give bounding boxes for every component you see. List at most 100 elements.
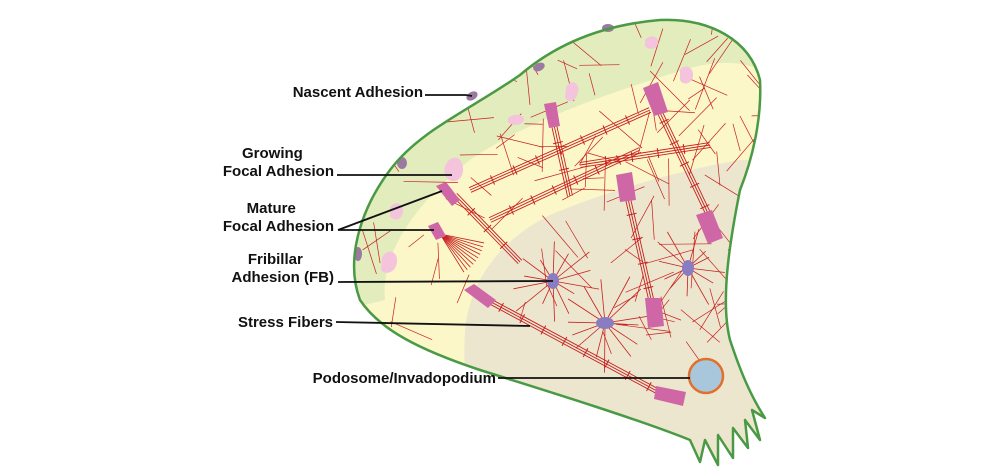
actin-filament [499,133,514,176]
leader-fibrillar [337,280,554,283]
fan-filament [439,233,471,268]
actin-filament [651,200,655,240]
actin-filament [390,297,397,328]
actin-filament [660,296,672,338]
actin-filament [667,110,695,114]
actin-filament [634,274,644,302]
stress-fiber-tick [632,237,643,241]
actin-filament [659,243,712,245]
actin-filament [680,309,720,343]
stress-fiber-tick [689,182,700,188]
actin-filament [611,19,629,26]
actin-filament [396,29,437,38]
stress-fiber-tick [679,161,690,167]
actin-filament [459,153,498,156]
stress-fiber-tick [602,125,608,135]
focal-adhesion [645,298,664,328]
actin-filament [727,249,750,285]
actin-filament [599,110,643,149]
stress-fiber-strand [580,147,711,168]
actin-filament [648,155,660,182]
stress-fibers [452,98,718,401]
actin-filament [555,250,593,289]
actin-filament [403,181,459,183]
actin-filament [472,45,502,91]
fibrillar-adhesion [682,260,694,276]
fan-filament [439,233,481,255]
stress-fiber-tick [700,204,710,210]
focal-adhesion [643,82,668,116]
focal-adhesion [428,222,446,240]
actin-filament [603,161,606,211]
actin-filament [541,118,544,172]
stress-fiber-tick [530,195,536,205]
focal-adhesion [654,386,686,406]
actin-filament [578,135,596,166]
stress-fiber-tick [682,143,686,155]
nascent-adhesion [533,62,545,72]
podosome [687,357,725,395]
actin-filament [692,297,731,323]
stress-fiber-tick [519,314,526,324]
growing-adhesion [645,36,659,49]
stress-fiber-strand [478,297,670,401]
actin-filament [495,134,515,149]
actin-filament [569,188,616,191]
actin-filament [732,286,762,314]
actin-filament [365,19,387,21]
cell-outline [352,18,767,467]
actin-filament [588,73,596,96]
stress-fiber-strand [489,149,641,221]
stress-fiber-tick [559,167,569,171]
stress-fiber-tick [626,212,637,217]
aster-filament [657,241,689,269]
callout-labels: Nascent Adhesion Growing Focal Adhesion … [223,84,496,387]
stress-fiber-tick [603,359,610,369]
growing-adhesion [508,114,525,125]
actin-filament [630,84,639,115]
actin-filament [542,215,579,258]
actin-filament [426,63,459,94]
actin-filament [361,229,377,275]
aster-filament [552,269,591,282]
actin-filament [625,161,670,185]
actin-filament [706,37,728,63]
stress-fiber-tick [625,115,630,125]
focal-adhesions [428,82,723,406]
focal-adhesion [696,210,723,244]
aster-filament [552,251,590,282]
stress-fiber-tick [604,155,608,167]
aster-filament [583,286,606,324]
focal-adhesion [436,182,460,206]
fan-filament [439,233,465,273]
stress-fiber-tick [561,336,568,346]
actin-filament [747,19,752,29]
actin-filament [362,229,393,251]
actin-filament [684,35,719,55]
actin-filament [602,331,612,355]
aster-filament [604,322,632,357]
aster-filament [600,279,606,324]
actin-filament [637,111,651,155]
stress-fiber-tick [483,224,492,233]
actin-filament [387,55,404,66]
stress-fiber-strand [479,295,671,399]
leader-nascent [425,94,473,97]
stress-fiber-strand [625,189,655,313]
cell-body [354,19,765,465]
stress-fiber-tick [540,325,547,335]
actin-filament [740,298,765,308]
stress-fiber-tick [512,165,518,175]
label-nascent-adhesion: Nascent Adhesion [293,84,423,101]
stress-fiber-strand [490,151,642,223]
actin-filament [582,177,605,179]
actin-filament [697,129,716,155]
actin-filament [746,38,765,53]
actin-filament [517,157,544,168]
stress-fiber-tick [637,261,648,265]
fan-filament [439,233,485,244]
actin-filament [437,242,440,279]
actin-filament [624,249,644,263]
actin-filament [579,64,620,66]
actin-filament [699,76,714,110]
